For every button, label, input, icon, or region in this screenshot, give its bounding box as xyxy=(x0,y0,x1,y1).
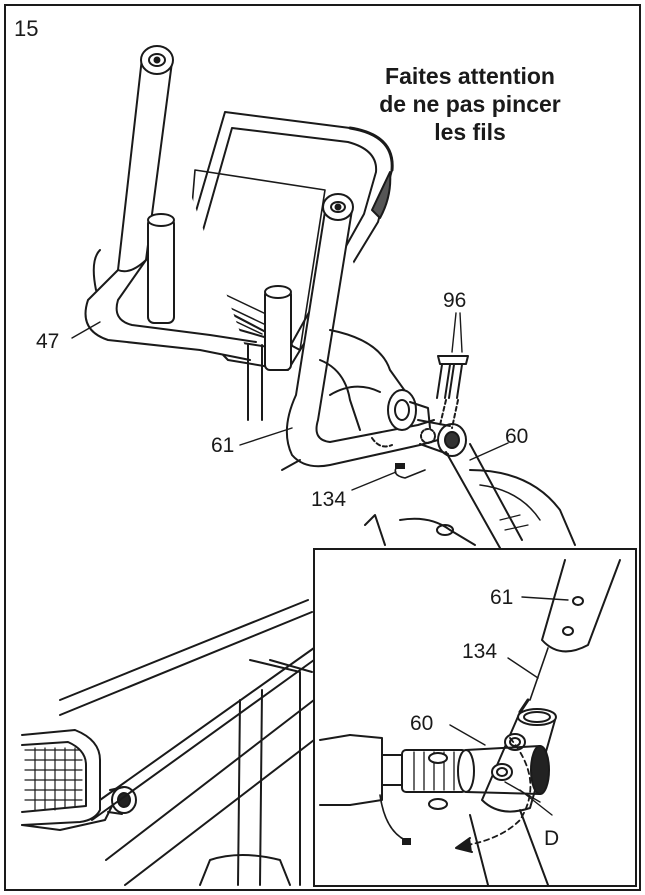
inset-label-part-134: 134 xyxy=(462,640,498,663)
inset-label-detail-d: D xyxy=(544,827,560,850)
pedal-assembly xyxy=(21,599,315,886)
warning-line-2: de ne pas pincer xyxy=(379,91,561,117)
warning-line-1: Faites attention xyxy=(385,63,555,89)
step-number: 15 xyxy=(14,16,39,41)
inset-drawing xyxy=(319,559,621,886)
label-part-61: 61 xyxy=(211,434,235,457)
label-part-96: 96 xyxy=(443,289,467,312)
lower-leg xyxy=(445,443,576,549)
label-part-134: 134 xyxy=(311,488,347,511)
inset-label-part-60: 60 xyxy=(410,712,434,735)
frame-mast xyxy=(319,329,467,457)
bolts-96 xyxy=(436,355,469,429)
base-area xyxy=(364,514,476,546)
warning-line-3: les fils xyxy=(434,119,506,145)
left-handlebar xyxy=(84,45,292,421)
label-part-60: 60 xyxy=(505,425,529,448)
detail-inset xyxy=(313,548,637,887)
wire-warning: Faites attention de ne pas pincer les fi… xyxy=(360,62,580,146)
label-part-47: 47 xyxy=(36,330,60,353)
leader-lines xyxy=(71,312,509,491)
instruction-frame xyxy=(4,4,641,891)
inset-label-part-61: 61 xyxy=(490,586,514,609)
